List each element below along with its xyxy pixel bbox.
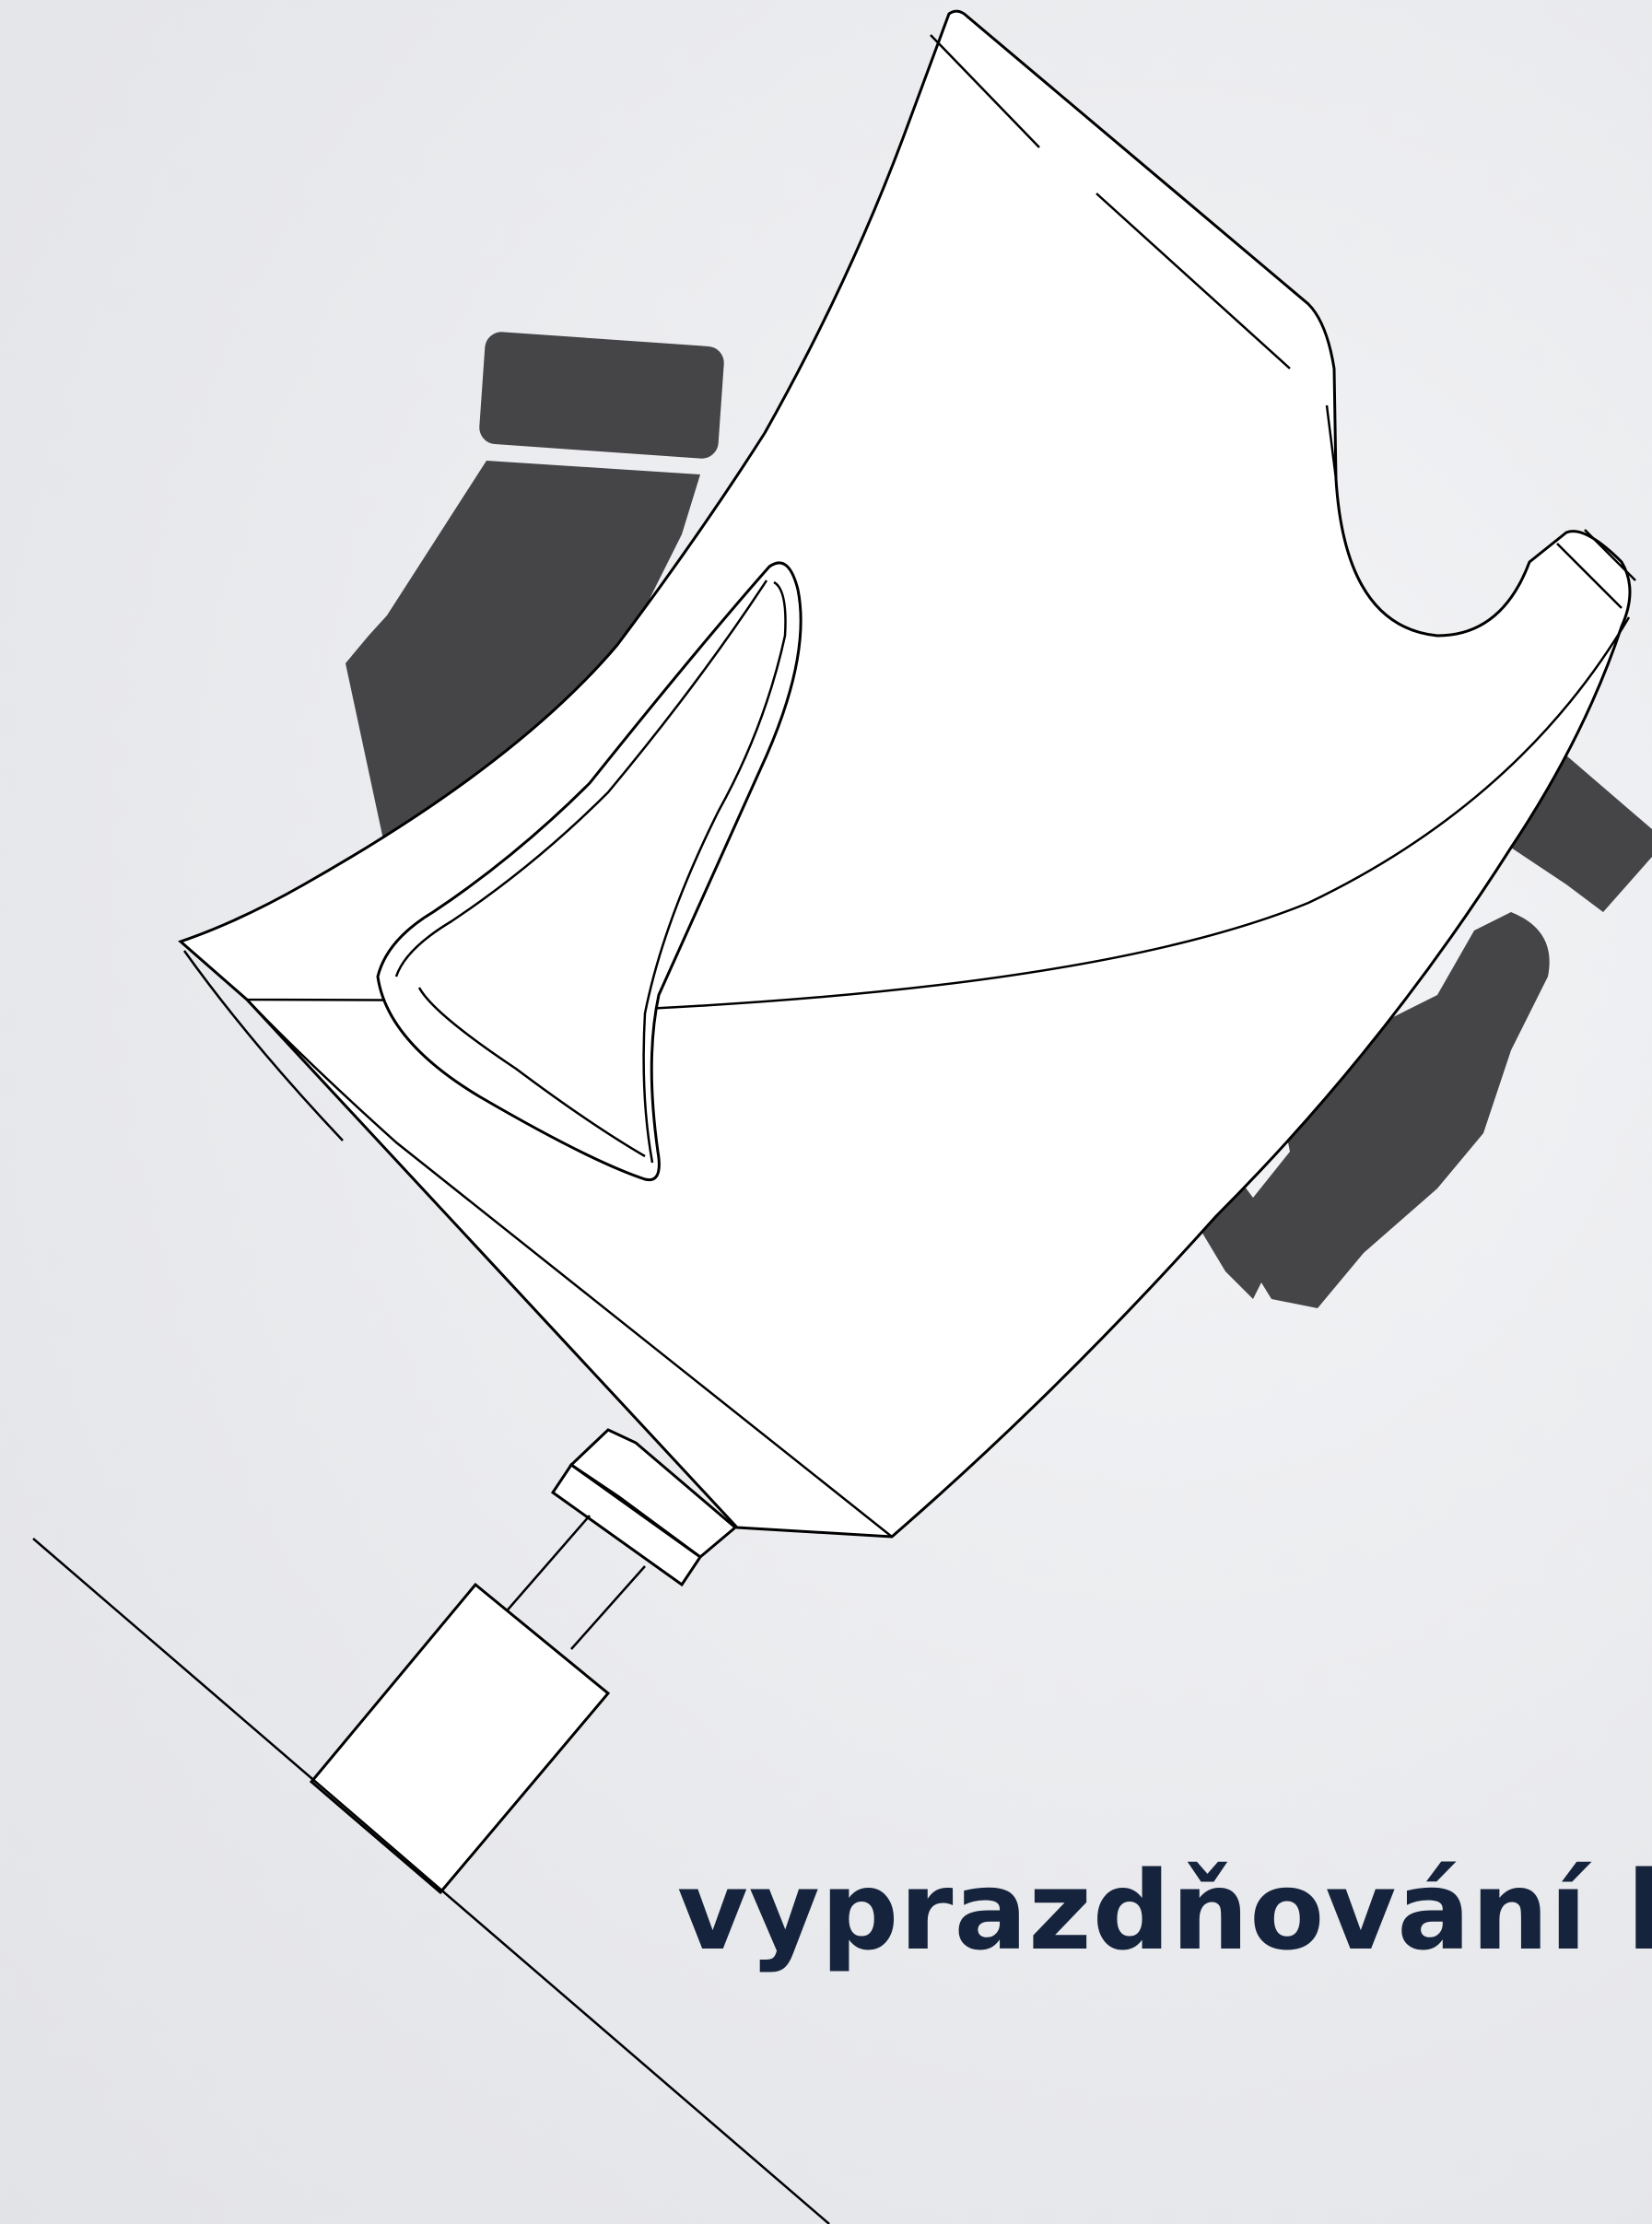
caption-text: vyprazdňování k [677, 1856, 1652, 1965]
spout-graphic [33, 1430, 829, 2224]
